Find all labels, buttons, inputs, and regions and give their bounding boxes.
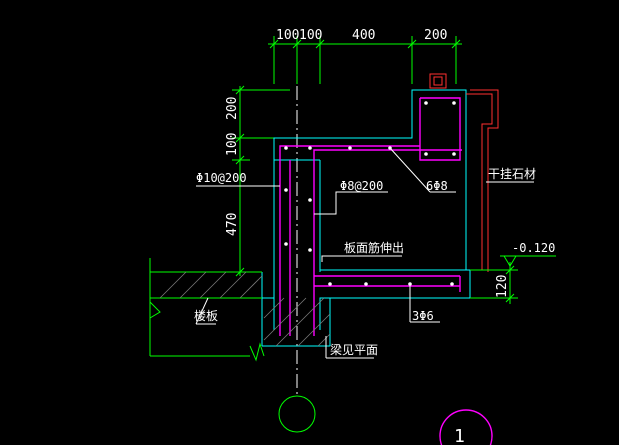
stone-cladding: [429, 73, 499, 272]
rebar-lines: [279, 97, 462, 336]
label-beam-ref: 梁见平面: [330, 342, 378, 357]
axis-bubble-center: [278, 395, 316, 433]
concrete-outline: [261, 89, 471, 347]
axis-bubble-highlight[interactable]: [439, 409, 493, 445]
label-bottom-bars: 3Φ6: [412, 309, 434, 323]
label-elevation: -0.120: [512, 241, 555, 255]
label-dry-stone: 干挂石材: [488, 167, 536, 181]
label-floor-slab: 楼板: [194, 308, 218, 323]
dim-top-3: 400: [352, 28, 375, 43]
label-rebar-mid: Φ8@200: [340, 179, 383, 193]
right-dimension: 120: [470, 255, 556, 304]
dim-left-1: 200: [225, 97, 240, 120]
dim-left-3: 470: [225, 213, 240, 236]
dim-top-4: 200: [424, 28, 447, 43]
label-rebar-corner: 6Φ8: [426, 179, 448, 193]
rebar-dots: [284, 101, 456, 286]
label-rebar-left: Φ10@200: [196, 171, 247, 185]
label-slab-extend: 板面筋伸出: [344, 240, 404, 255]
dim-top-2: 100: [299, 28, 322, 43]
axis-number: 1: [454, 426, 465, 445]
dim-top-1: 100: [276, 28, 299, 43]
dim-right-height: 120: [495, 275, 510, 298]
dim-left-2: 100: [225, 133, 240, 156]
top-dimension-chain: 100 100 400 200: [268, 28, 462, 84]
floor-slab: [149, 258, 331, 362]
leader-lines: [195, 147, 534, 359]
